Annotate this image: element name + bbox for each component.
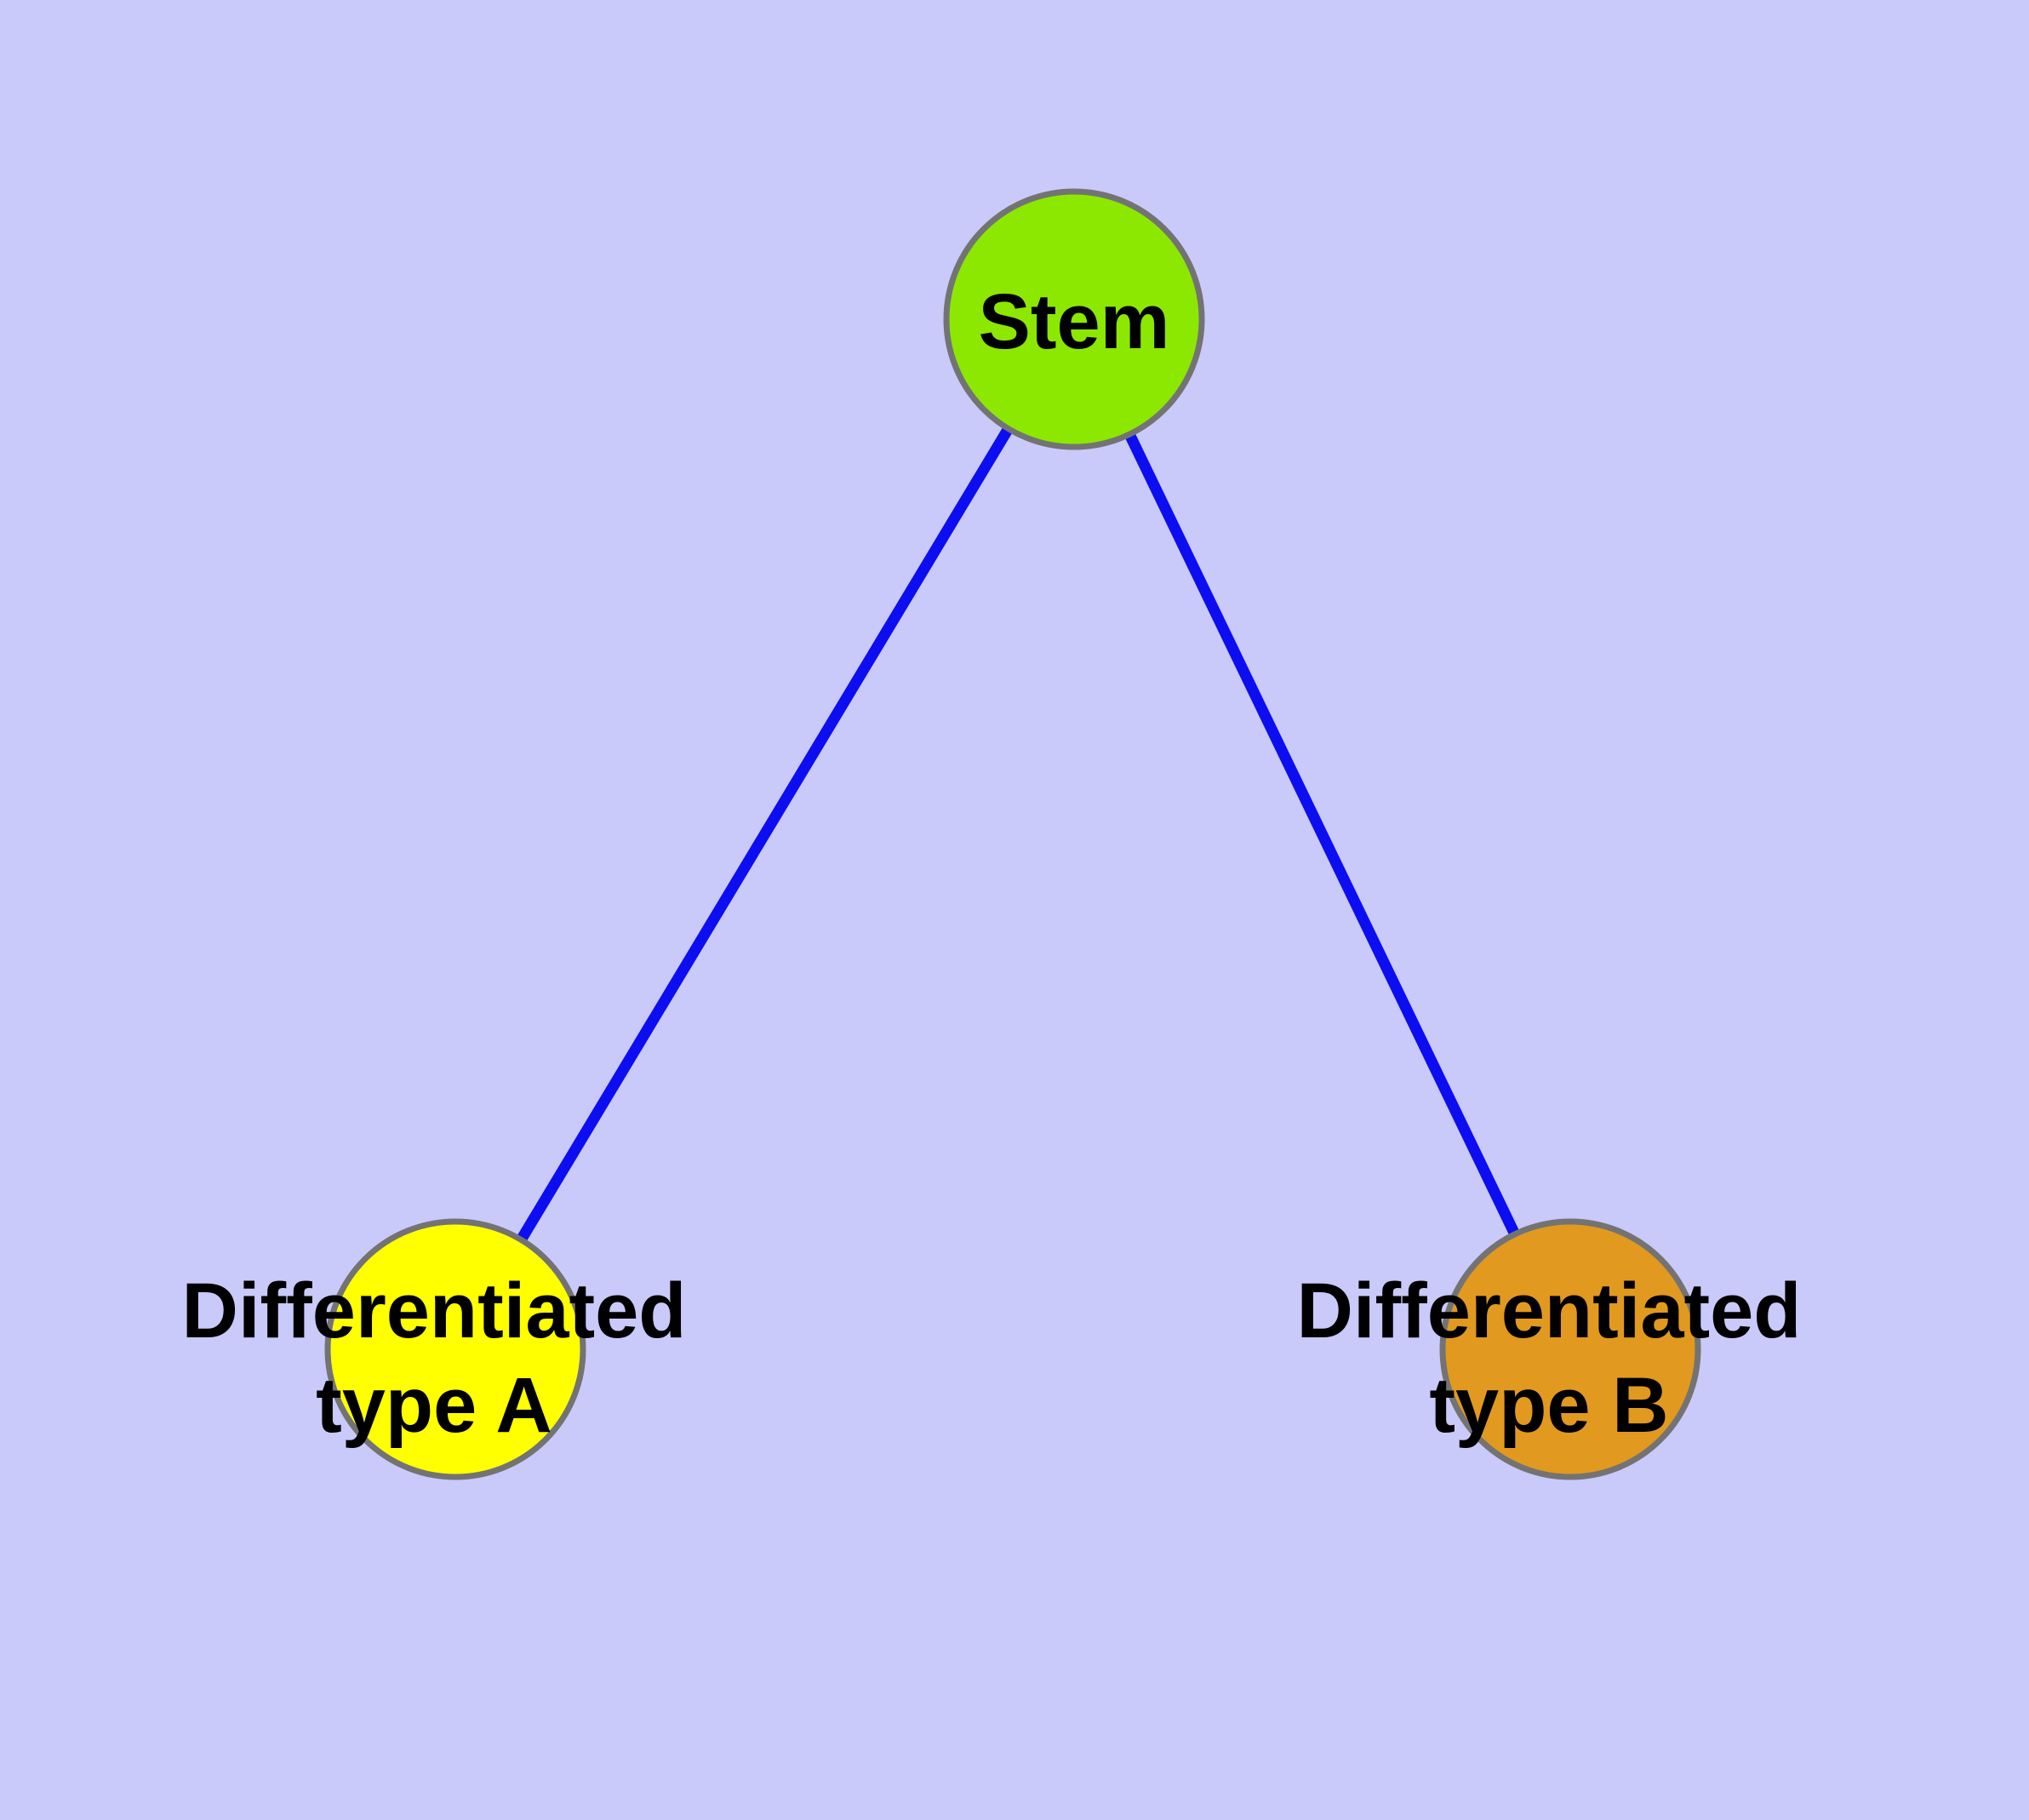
node-differentiated-type-a-circle <box>324 1218 586 1480</box>
node-differentiated-type-b: Differentiated type B <box>1297 1218 1802 1480</box>
node-stem-circle <box>943 188 1205 450</box>
node-stem-label: Stem <box>979 278 1170 365</box>
node-stem: Stem <box>943 188 1205 450</box>
node-differentiated-type-b-label-line2: type B <box>1429 1362 1668 1449</box>
node-differentiated-type-a-label-line1: Differentiated <box>182 1268 687 1354</box>
node-differentiated-type-b-label-line1: Differentiated <box>1297 1268 1802 1354</box>
node-differentiated-type-a-label-line2: type A <box>316 1362 552 1449</box>
node-differentiated-type-b-circle <box>1439 1218 1701 1480</box>
edge-stem-to-type-a <box>450 316 1079 1353</box>
edge-stem-to-type-b <box>1069 317 1575 1352</box>
node-differentiated-type-a: Differentiated type A <box>182 1218 687 1480</box>
